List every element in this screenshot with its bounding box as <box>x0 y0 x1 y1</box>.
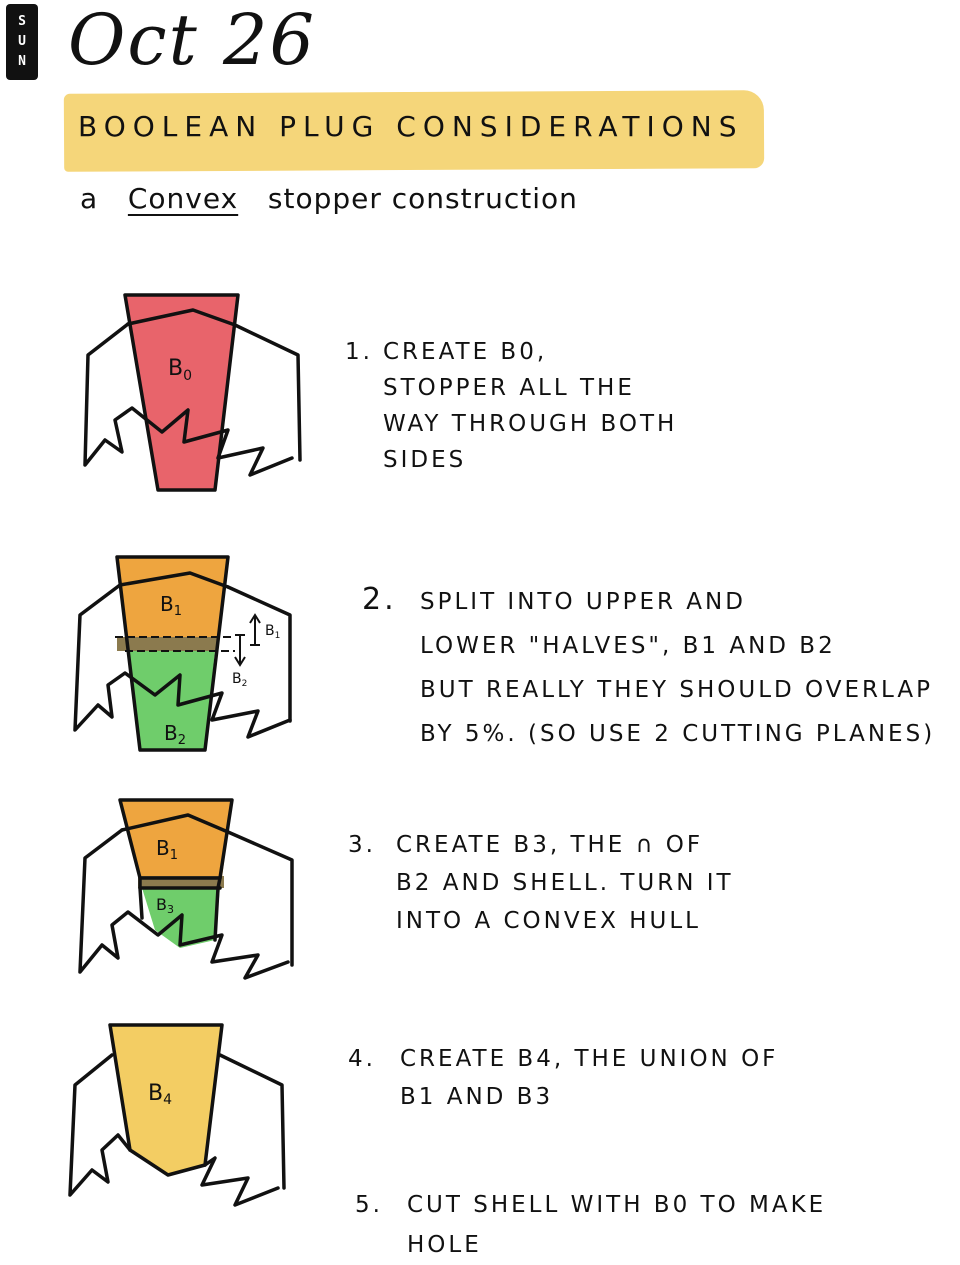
step-text: CUT SHELL WITH B0 TO MAKE <box>407 1192 827 1218</box>
step-text: BY 5%. (SO USE 2 CUTTING PLANES) <box>420 721 936 747</box>
step-text: HOLE <box>407 1232 482 1258</box>
diagram-intersection: B1 B3 <box>78 798 294 980</box>
step-number: 5. <box>355 1192 383 1218</box>
page-subtitle: a Convex stopper construction <box>80 182 578 215</box>
diagram-split: B1 B2 B1 B2 <box>73 555 292 752</box>
step-4: 4. CREATE B4, THE UNION OF B1 AND B3 <box>348 1040 778 1116</box>
step-3: 3. CREATE B3, THE ∩ OF B2 AND SHELL. TURN… <box>348 826 734 940</box>
step-text: B1 AND B3 <box>400 1084 554 1110</box>
step-text: CREATE B0, <box>383 339 548 365</box>
subtitle-prefix: a <box>80 182 99 215</box>
step-text: B2 AND SHELL. TURN IT <box>396 870 734 896</box>
step-5: 5. CUT SHELL WITH B0 TO MAKE HOLE <box>355 1185 826 1265</box>
day-letter: U <box>18 34 26 49</box>
step-2: 2. SPLIT INTO UPPER AND LOWER "HALVES", B… <box>362 578 935 756</box>
svg-text:B2: B2 <box>232 671 247 689</box>
day-letter: N <box>18 54 26 69</box>
step-text: WAY THROUGH BOTH <box>383 411 678 437</box>
day-letter: S <box>18 14 26 29</box>
subtitle-suffix: stopper construction <box>267 182 578 215</box>
step-number: 3. <box>348 832 376 858</box>
step-text: INTO A CONVEX HULL <box>396 908 701 934</box>
subtitle-emphasis: Convex <box>127 182 239 215</box>
diagram-b0: B0 <box>83 293 302 492</box>
step-number: 4. <box>348 1046 376 1072</box>
step-1: 1. CREATE B0, STOPPER ALL THE WAY THROUGH… <box>345 334 677 478</box>
step-number: 2. <box>362 582 397 617</box>
step-number: 1. <box>345 339 373 365</box>
svg-text:B1: B1 <box>265 623 280 641</box>
step-text: BUT REALLY THEY SHOULD OVERLAP <box>420 677 933 703</box>
page-title: BOOLEAN PLUG CONSIDERATIONS <box>78 110 744 143</box>
day-badge: S U N <box>6 4 38 80</box>
step-text: STOPPER ALL THE <box>383 375 635 401</box>
diagram-union: B4 <box>68 1023 286 1207</box>
step-text: CREATE B3, THE ∩ OF <box>396 832 704 858</box>
step-text: SPLIT INTO UPPER AND <box>420 589 746 615</box>
page-date: Oct 26 <box>68 0 317 81</box>
step-text: LOWER "HALVES", B1 AND B2 <box>420 633 836 659</box>
step-text: SIDES <box>383 447 467 473</box>
step-text: CREATE B4, THE UNION OF <box>400 1046 779 1072</box>
